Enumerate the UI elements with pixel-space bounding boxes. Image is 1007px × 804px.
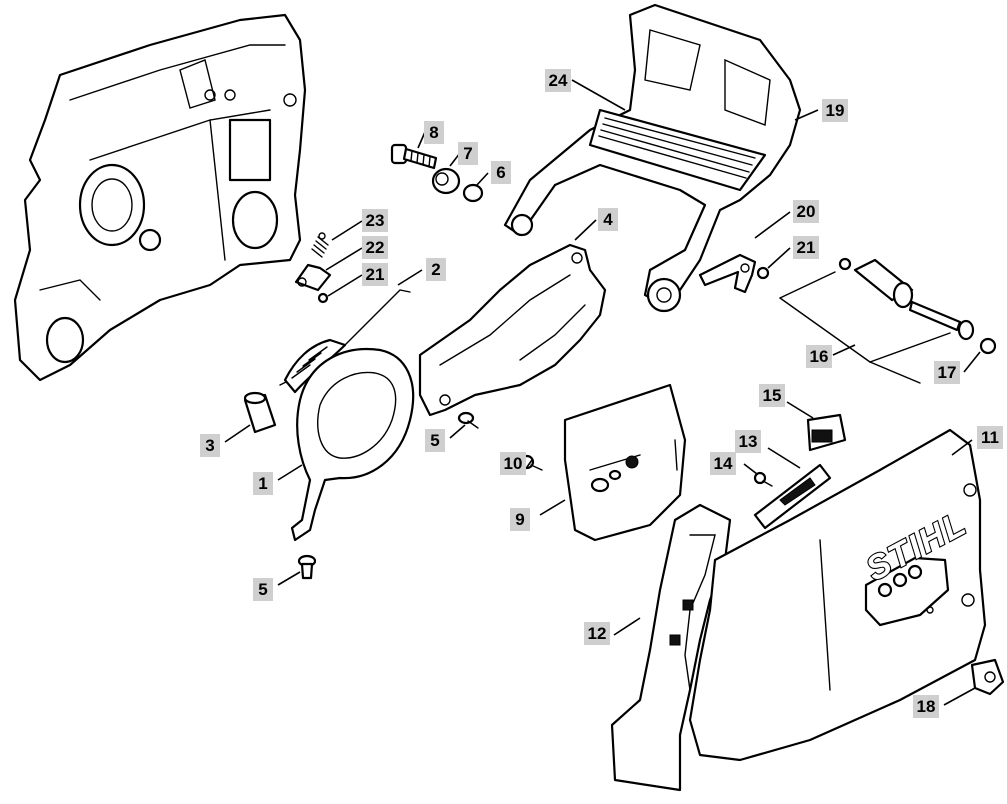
- svg-text:1: 1: [258, 474, 267, 493]
- svg-text:3: 3: [205, 436, 214, 455]
- svg-text:23: 23: [366, 211, 385, 230]
- svg-text:8: 8: [429, 123, 438, 142]
- e-clip-21b: [756, 266, 770, 280]
- callout-16: 16: [806, 345, 832, 368]
- svg-text:16: 16: [810, 347, 829, 366]
- hand-guard-4: [418, 243, 607, 417]
- guide-plate-9: [563, 383, 687, 542]
- callout-5a: 5: [425, 429, 445, 452]
- callout-21a: 21: [362, 263, 388, 286]
- svg-text:20: 20: [797, 202, 816, 221]
- svg-text:24: 24: [549, 71, 568, 90]
- svg-text:10: 10: [504, 454, 523, 473]
- svg-text:9: 9: [515, 510, 524, 529]
- svg-text:12: 12: [588, 624, 607, 643]
- bolt-17: [908, 300, 997, 355]
- callout-21b: 21: [793, 236, 819, 259]
- front-handle: [503, 3, 802, 313]
- callout-17: 17: [934, 361, 960, 384]
- chain-deflector-12: [610, 503, 732, 792]
- collar-nut-6: [462, 183, 484, 203]
- callout-1: 1: [253, 472, 273, 495]
- callout-5b: 5: [253, 578, 273, 601]
- svg-text:13: 13: [739, 432, 758, 451]
- screw-5a: [457, 411, 479, 429]
- brake-spring-2: [279, 289, 411, 394]
- svg-text:17: 17: [938, 363, 957, 382]
- e-clip-21a: [317, 292, 329, 304]
- crankcase-housing: [13, 13, 307, 382]
- svg-text:21: 21: [797, 238, 816, 257]
- svg-text:5: 5: [430, 431, 439, 450]
- callout-12: 12: [584, 622, 610, 645]
- svg-text:7: 7: [463, 144, 472, 163]
- bracket-lines: [779, 271, 951, 384]
- callout-8: 8: [424, 121, 444, 144]
- svg-text:6: 6: [496, 163, 505, 182]
- lever-22: [294, 263, 332, 292]
- callout-23: 23: [362, 209, 388, 232]
- callout-9: 9: [510, 508, 530, 531]
- svg-text:14: 14: [714, 454, 733, 473]
- callout-4: 4: [598, 208, 618, 231]
- tensioner-13: [753, 463, 832, 530]
- callout-10: 10: [500, 452, 526, 475]
- callout-19: 19: [822, 99, 848, 122]
- callout-22: 22: [362, 236, 388, 259]
- screw-8: [390, 143, 438, 170]
- svg-text:18: 18: [917, 697, 936, 716]
- screw-5b: [297, 554, 317, 580]
- svg-text:4: 4: [603, 210, 613, 229]
- callout-20: 20: [793, 200, 819, 223]
- brake-band-1: [290, 348, 415, 542]
- svg-text:5: 5: [258, 580, 267, 599]
- callout-13: 13: [735, 430, 761, 453]
- spacer-tube-16: [838, 257, 914, 309]
- screw-14: [753, 471, 773, 487]
- leader-lines: [224, 79, 981, 706]
- sleeve-3: [243, 391, 277, 434]
- callout-15: 15: [759, 384, 785, 407]
- svg-text:22: 22: [366, 238, 385, 257]
- callout-2: 2: [426, 258, 446, 281]
- linkage-20: [698, 253, 757, 294]
- sprocket-cover-11: STIHL: [688, 428, 987, 762]
- rubber-bushing-7: [431, 167, 461, 195]
- callout-labels: 24 19 8 7 6 23 22 21 2 4 20 21 16 17 3 5…: [200, 69, 1003, 718]
- callout-6: 6: [491, 161, 511, 184]
- spring-23: [311, 232, 329, 258]
- callout-11: 11: [977, 426, 1003, 449]
- svg-text:15: 15: [763, 386, 782, 405]
- chain-catcher-15: [806, 413, 847, 452]
- collar-nut-18: [970, 658, 1005, 696]
- svg-text:19: 19: [826, 101, 845, 120]
- svg-text:2: 2: [431, 260, 440, 279]
- callout-3: 3: [200, 434, 220, 457]
- svg-text:11: 11: [981, 428, 999, 447]
- svg-text:21: 21: [366, 265, 385, 284]
- callout-24: 24: [545, 69, 571, 92]
- callout-7: 7: [458, 142, 478, 165]
- callout-18: 18: [913, 695, 939, 718]
- callout-14: 14: [710, 452, 736, 475]
